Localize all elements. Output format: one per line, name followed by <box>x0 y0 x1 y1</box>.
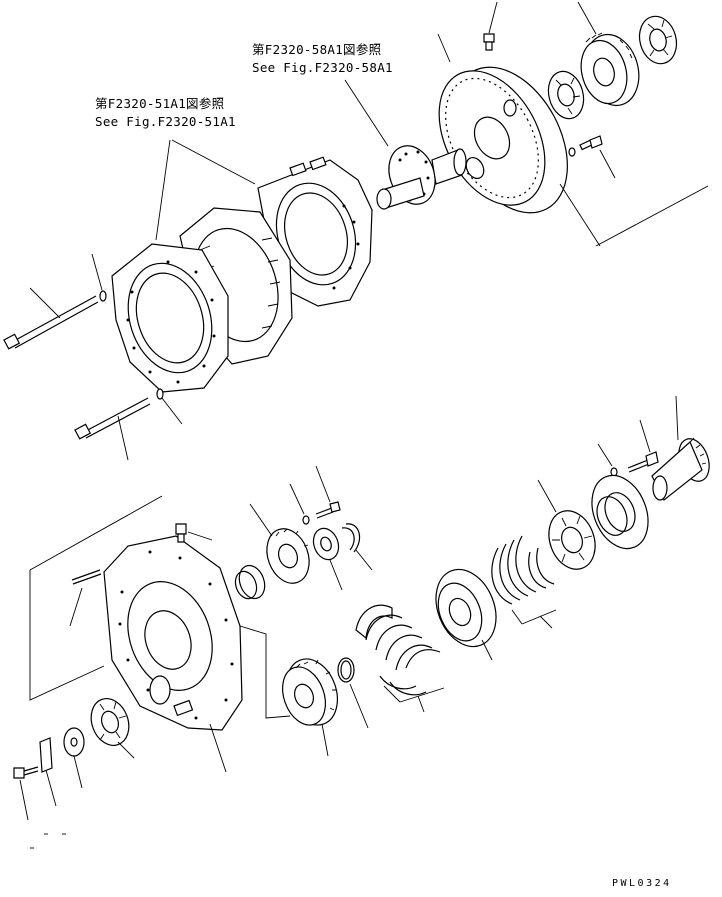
reference-58-label-jp: 第F2320-58A1図参照 <box>252 42 382 57</box>
reference-58-label-en: See Fig.F2320-58A1 <box>252 60 393 75</box>
snap-ring-small <box>338 658 368 728</box>
retaining-snap-ring <box>342 524 372 570</box>
long-through-bolt-upper <box>4 254 106 349</box>
lock-plate-bolt <box>14 767 38 820</box>
reference-51-label-jp: 第F2320-51A1図参照 <box>95 96 225 111</box>
bearing-cap <box>64 728 84 788</box>
upper-roller-bearing <box>634 12 681 68</box>
clutch-disc-pack-right <box>492 536 556 628</box>
long-through-bolt-lower <box>75 389 182 460</box>
spacer-collar <box>232 562 269 602</box>
gear-retaining-bolt <box>290 466 340 524</box>
housing-side-bolt <box>569 136 615 178</box>
lower-roller-bearing <box>538 480 603 576</box>
rear-housing <box>418 34 600 246</box>
case-roller-bearing <box>85 693 135 758</box>
assembly-group-lines <box>30 186 708 718</box>
small-planet-gear <box>250 504 316 589</box>
bearing-outer-race <box>543 67 588 122</box>
splined-hub-gear <box>574 2 646 112</box>
lock-plate <box>40 738 56 806</box>
reference-51-label-en: See Fig.F2320-51A1 <box>95 114 236 129</box>
bearing-cover-plate <box>582 467 659 557</box>
page-marks <box>30 834 66 848</box>
output-flange-shaft <box>345 80 466 211</box>
front-housing-ring <box>112 140 228 392</box>
front-transmission-case <box>104 524 242 772</box>
housing-top-bolt <box>484 2 497 50</box>
clutch-gear-drum <box>275 652 346 756</box>
input-spline-shaft <box>652 396 715 500</box>
drawing-code: PWL0324 <box>612 878 672 889</box>
dowel-pin <box>70 570 101 626</box>
needle-bearing <box>309 525 342 590</box>
clutch-piston <box>425 560 507 660</box>
lower-flange-bolt <box>598 420 658 476</box>
clutch-disc-pack-left <box>356 605 444 712</box>
